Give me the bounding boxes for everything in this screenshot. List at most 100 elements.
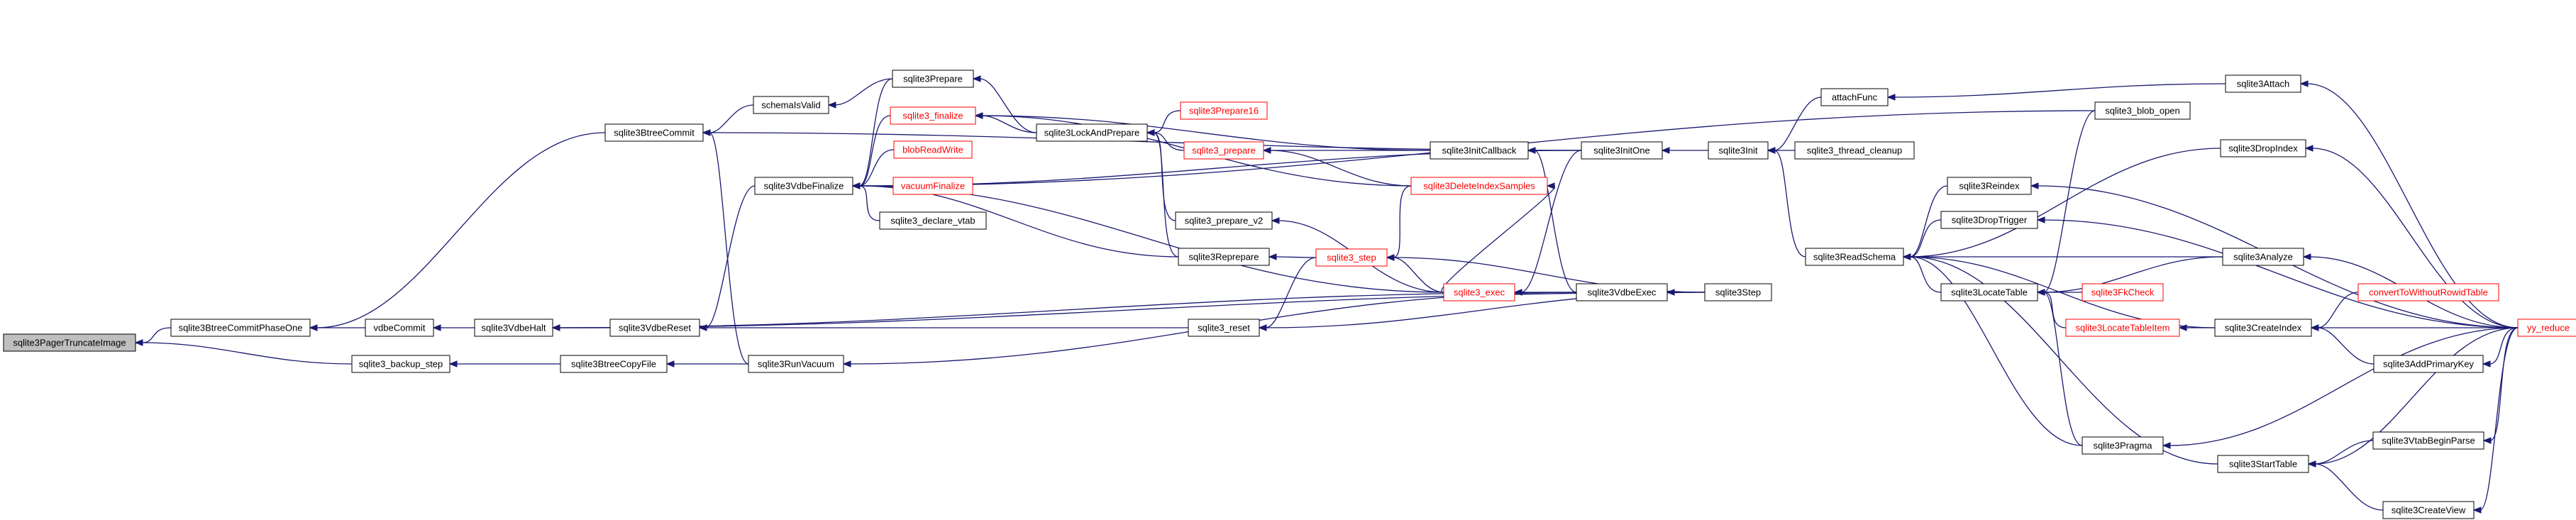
node-label: sqlite3_finalize bbox=[902, 110, 963, 121]
node-sqlite3VdbeExec[interactable]: sqlite3VdbeExec bbox=[1576, 283, 1668, 302]
node-sqlite3VdbeFinalize[interactable]: sqlite3VdbeFinalize bbox=[754, 177, 853, 195]
node-sqlite3_exec[interactable]: sqlite3_exec bbox=[1443, 283, 1515, 302]
node-label: sqlite3_blob_open bbox=[2105, 105, 2180, 116]
edge-sqlite3Analyze-to-sqlite3ReadSchema bbox=[1902, 253, 2223, 260]
node-sqlite3_finalize[interactable]: sqlite3_finalize bbox=[890, 106, 976, 125]
node-label: sqlite3CreateIndex bbox=[2225, 322, 2302, 333]
edge-sqlite3LockAndPrepare-to-sqlite3Prepare bbox=[972, 75, 1037, 133]
node-sqlite3_backup_step[interactable]: sqlite3_backup_step bbox=[351, 355, 450, 373]
node-label: sqlite3InitOne bbox=[1593, 145, 1650, 155]
edge-yy_reduce-to-sqlite3Pragma bbox=[2162, 327, 2519, 449]
node-attachFunc[interactable]: attachFunc bbox=[1820, 88, 1889, 106]
node-sqlite3Analyze[interactable]: sqlite3Analyze bbox=[2222, 248, 2304, 266]
edge-sqlite3_exec-to-sqlite3_step bbox=[1386, 254, 1444, 293]
node-sqlite3StartTable[interactable]: sqlite3StartTable bbox=[2217, 455, 2309, 473]
edge-sqlite3InitOne-to-sqlite3_exec bbox=[1513, 150, 1582, 296]
node-vacuumFinalize[interactable]: vacuumFinalize bbox=[892, 177, 973, 195]
node-sqlite3VtabBeginParse[interactable]: sqlite3VtabBeginParse bbox=[2372, 431, 2484, 450]
node-sqlite3LocateTable[interactable]: sqlite3LocateTable bbox=[1940, 283, 2038, 302]
edge-sqlite3VdbeHalt-to-vdbeCommit bbox=[432, 324, 475, 331]
node-label: sqlite3Init bbox=[1719, 145, 1758, 155]
node-sqlite3VdbeReset[interactable]: sqlite3VdbeReset bbox=[609, 319, 700, 337]
node-sqlite3RunVacuum[interactable]: sqlite3RunVacuum bbox=[748, 355, 844, 373]
edge-yy_reduce-to-sqlite3DropIndex bbox=[2304, 145, 2519, 328]
edge-sqlite3DeleteIndexSamples-to-sqlite3_prepare bbox=[1262, 147, 1412, 187]
node-label: vdbeCommit bbox=[374, 322, 426, 333]
node-sqlite3InitOne[interactable]: sqlite3InitOne bbox=[1581, 141, 1663, 160]
node-sqlite3BtreeCommit[interactable]: sqlite3BtreeCommit bbox=[604, 123, 704, 142]
node-label: sqlite3BtreeCopyFile bbox=[571, 358, 656, 369]
node-sqlite3CreateIndex[interactable]: sqlite3CreateIndex bbox=[2214, 319, 2312, 337]
edge-sqlite3AddPrimaryKey-to-sqlite3CreateIndex bbox=[2310, 324, 2375, 365]
node-schemaIsValid[interactable]: schemaIsValid bbox=[753, 96, 829, 114]
node-sqlite3Attach[interactable]: sqlite3Attach bbox=[2225, 74, 2301, 93]
node-sqlite3LocateTableItem[interactable]: sqlite3LocateTableItem bbox=[2065, 319, 2180, 337]
edge-sqlite3VdbeExec-to-sqlite3InitCallback bbox=[1527, 147, 1577, 293]
node-vdbeCommit[interactable]: vdbeCommit bbox=[365, 319, 434, 337]
node-sqlite3BtreeCopyFile[interactable]: sqlite3BtreeCopyFile bbox=[560, 355, 668, 373]
edge-sqlite3_step-to-sqlite3Reprepare bbox=[1268, 253, 1317, 260]
node-sqlite3ReadSchema[interactable]: sqlite3ReadSchema bbox=[1805, 248, 1904, 266]
node-sqlite3_thread_cleanup[interactable]: sqlite3_thread_cleanup bbox=[1794, 141, 1915, 160]
node-sqlite3PagerTruncateImage[interactable]: sqlite3PagerTruncateImage bbox=[3, 333, 136, 352]
node-convertToWithoutRowidTable[interactable]: convertToWithoutRowidTable bbox=[2357, 283, 2499, 302]
node-label: sqlite3RunVacuum bbox=[758, 358, 834, 369]
node-sqlite3Prepare16[interactable]: sqlite3Prepare16 bbox=[1180, 101, 1268, 120]
edge-sqlite3DropTrigger-to-sqlite3ReadSchema bbox=[1902, 219, 1942, 260]
node-label: sqlite3Prepare bbox=[903, 73, 963, 84]
edge-sqlite3Init-to-sqlite3InitOne bbox=[1661, 147, 1708, 154]
edge-sqlite3Attach-to-attachFunc bbox=[1886, 83, 2226, 101]
node-sqlite3Reprepare[interactable]: sqlite3Reprepare bbox=[1178, 248, 1270, 266]
edge-yy_reduce-to-sqlite3CreateIndex bbox=[2310, 324, 2518, 331]
node-label: sqlite3_exec bbox=[1454, 287, 1505, 297]
node-label: sqlite3Reprepare bbox=[1188, 251, 1259, 262]
node-label: sqlite3InitCallback bbox=[1442, 145, 1517, 155]
node-sqlite3_declare_vtab[interactable]: sqlite3_declare_vtab bbox=[879, 211, 987, 230]
edge-sqlite3_blob_open-to-sqlite3LocateTable bbox=[2036, 110, 2096, 296]
node-sqlite3CreateView[interactable]: sqlite3CreateView bbox=[2382, 501, 2475, 519]
edge-sqlite3InitOne-to-sqlite3InitCallback bbox=[1527, 147, 1581, 154]
node-label: sqlite3BtreeCommitPhaseOne bbox=[179, 322, 303, 333]
node-sqlite3_reset[interactable]: sqlite3_reset bbox=[1188, 319, 1260, 337]
node-sqlite3_prepare[interactable]: sqlite3_prepare bbox=[1183, 141, 1264, 160]
node-sqlite3Prepare[interactable]: sqlite3Prepare bbox=[892, 70, 974, 88]
node-sqlite3Reindex[interactable]: sqlite3Reindex bbox=[1947, 177, 2032, 195]
node-label: attachFunc bbox=[1832, 92, 1878, 102]
node-sqlite3InitCallback[interactable]: sqlite3InitCallback bbox=[1430, 141, 1529, 160]
node-sqlite3Init[interactable]: sqlite3Init bbox=[1708, 141, 1769, 160]
node-sqlite3_blob_open[interactable]: sqlite3_blob_open bbox=[2094, 101, 2191, 120]
node-sqlite3DeleteIndexSamples[interactable]: sqlite3DeleteIndexSamples bbox=[1410, 177, 1548, 195]
node-label: sqlite3CreateView bbox=[2392, 504, 2466, 515]
edge-sqlite3Pragma-to-sqlite3LocateTable bbox=[2036, 289, 2083, 446]
node-sqlite3BtreeCommitPhaseOne[interactable]: sqlite3BtreeCommitPhaseOne bbox=[170, 319, 311, 337]
node-sqlite3FkCheck[interactable]: sqlite3FkCheck bbox=[2082, 283, 2164, 302]
node-sqlite3VdbeHalt[interactable]: sqlite3VdbeHalt bbox=[474, 319, 553, 337]
node-sqlite3AddPrimaryKey[interactable]: sqlite3AddPrimaryKey bbox=[2373, 355, 2484, 373]
edge-sqlite3DropIndex-to-sqlite3ReadSchema bbox=[1902, 148, 2221, 260]
node-sqlite3Step[interactable]: sqlite3Step bbox=[1704, 283, 1772, 302]
node-blobReadWrite[interactable]: blobReadWrite bbox=[893, 140, 973, 159]
node-label: blobReadWrite bbox=[902, 144, 963, 155]
edge-sqlite3Pragma-to-sqlite3ReadSchema bbox=[1902, 253, 2083, 446]
edge-blobReadWrite-to-sqlite3VdbeFinalize bbox=[851, 149, 895, 189]
node-label: sqlite3BtreeCommit bbox=[614, 127, 695, 138]
node-yy_reduce[interactable]: yy_reduce bbox=[2517, 319, 2576, 337]
node-label: sqlite3_declare_vtab bbox=[890, 215, 975, 226]
node-label: sqlite3Pragma bbox=[2093, 440, 2152, 450]
edge-sqlite3_declare_vtab-to-sqlite3VdbeFinalize bbox=[851, 182, 880, 221]
node-sqlite3_prepare_v2[interactable]: sqlite3_prepare_v2 bbox=[1175, 211, 1273, 230]
node-sqlite3DropIndex[interactable]: sqlite3DropIndex bbox=[2220, 139, 2306, 157]
edge-sqlite3_reset-to-sqlite3VdbeReset bbox=[698, 324, 1188, 331]
node-label: sqlite3AddPrimaryKey bbox=[2383, 358, 2474, 369]
node-label: sqlite3DeleteIndexSamples bbox=[1423, 180, 1535, 191]
edge-schemaIsValid-to-sqlite3BtreeCommit bbox=[702, 104, 754, 136]
node-sqlite3DropTrigger[interactable]: sqlite3DropTrigger bbox=[1940, 211, 2038, 229]
node-sqlite3Pragma[interactable]: sqlite3Pragma bbox=[2082, 436, 2164, 455]
nodes-layer: sqlite3PagerTruncateImage sqlite3BtreeCom… bbox=[3, 70, 2576, 519]
node-sqlite3_step[interactable]: sqlite3_step bbox=[1315, 248, 1388, 267]
node-sqlite3LockAndPrepare[interactable]: sqlite3LockAndPrepare bbox=[1036, 123, 1148, 142]
node-label: sqlite3_prepare_v2 bbox=[1185, 215, 1264, 226]
node-label: sqlite3Prepare16 bbox=[1189, 105, 1259, 116]
edge-sqlite3VdbeExec-to-sqlite3_exec bbox=[1513, 289, 1576, 296]
node-label: sqlite3_reset bbox=[1198, 322, 1250, 333]
